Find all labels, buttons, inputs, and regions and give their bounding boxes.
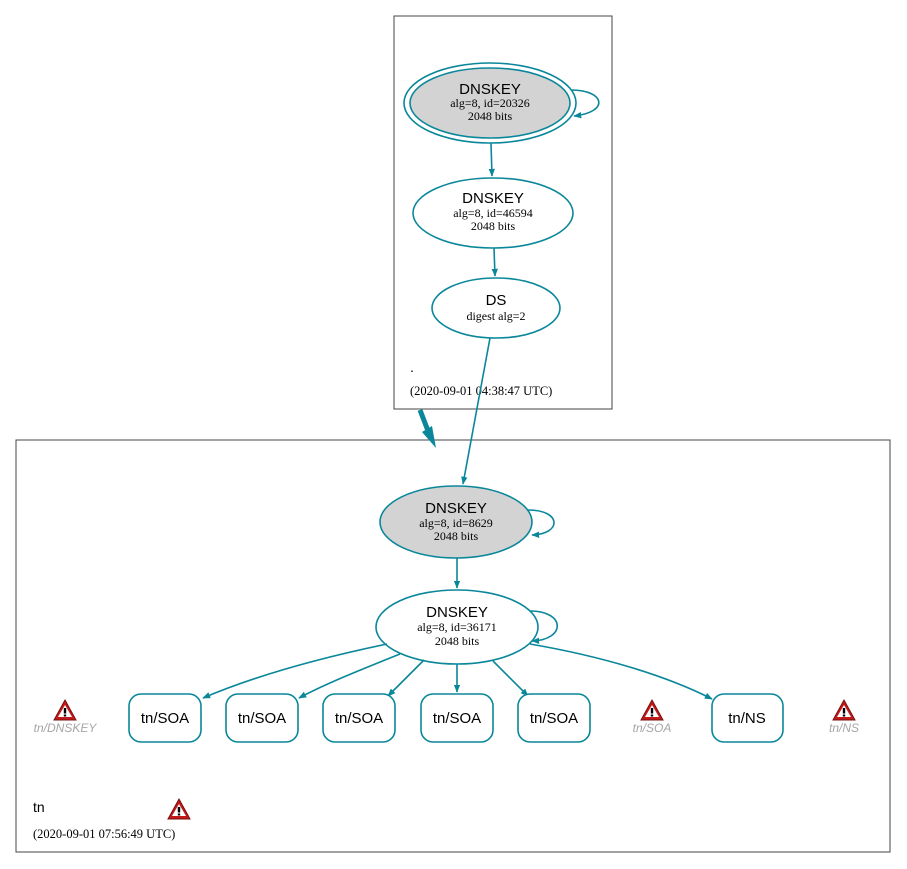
- tn-zsk-title: DNSKEY: [426, 604, 488, 621]
- root-zsk-title: DNSKEY: [462, 190, 524, 207]
- tn-zsk-line1: alg=8, id=36171: [417, 620, 497, 634]
- root-ds-line1: digest alg=2: [466, 309, 525, 323]
- edge-to-soa-2: [298, 653, 401, 699]
- root-ksk-node[interactable]: DNSKEY alg=8, id=20326 2048 bits: [403, 62, 577, 144]
- root-zsk-node[interactable]: DNSKEY alg=8, id=46594 2048 bits: [412, 177, 574, 249]
- root-ds-node[interactable]: DS digest alg=2: [431, 277, 561, 339]
- tn-ksk-line1: alg=8, id=8629: [419, 516, 493, 530]
- root-zone-name: .: [410, 359, 414, 375]
- root-ksk-line2: 2048 bits: [468, 109, 513, 123]
- record-label: tn/SOA: [433, 710, 481, 727]
- root-ksk-title: DNSKEY: [459, 81, 521, 98]
- root-zsk-line2: 2048 bits: [471, 219, 516, 233]
- warning-label: tn/SOA: [633, 721, 672, 735]
- record-label: tn/SOA: [335, 710, 383, 727]
- root-ksk-to-zsk-edge: [488, 142, 495, 177]
- edge-to-soa-3: [387, 659, 425, 697]
- edge-to-soa-1: [202, 643, 388, 699]
- tn-ksk-title: DNSKEY: [425, 500, 487, 517]
- record-node[interactable]: tn/SOA: [322, 693, 396, 743]
- record-node[interactable]: tn/SOA: [225, 693, 299, 743]
- tn-zone-timestamp: (2020-09-01 07:56:49 UTC): [33, 827, 175, 841]
- ds-to-tn-ksk-edge: [461, 337, 491, 485]
- warning-label: tn/DNSKEY: [34, 721, 98, 735]
- record-node[interactable]: tn/NS: [711, 693, 784, 743]
- warning-node[interactable]: tn/DNSKEY: [34, 699, 98, 735]
- tn-zsk-node[interactable]: DNSKEY alg=8, id=36171 2048 bits: [375, 589, 539, 665]
- root-ksk-line1: alg=8, id=20326: [450, 96, 530, 110]
- root-zone-timestamp: (2020-09-01 04:38:47 UTC): [410, 384, 552, 398]
- root-zsk-line1: alg=8, id=46594: [453, 206, 533, 220]
- record-label: tn/SOA: [530, 710, 578, 727]
- tn-zsk-self-edge: [529, 610, 559, 644]
- delegation-arrowhead: [422, 426, 436, 448]
- record-node[interactable]: tn/SOA: [128, 693, 202, 743]
- tn-zone-name: tn: [33, 799, 45, 815]
- warning-node[interactable]: tn/NS: [829, 699, 859, 735]
- tn-ksk-node[interactable]: DNSKEY alg=8, id=8629 2048 bits: [379, 485, 533, 559]
- record-node[interactable]: tn/SOA: [517, 693, 591, 743]
- tn-ksk-self-edge: [527, 509, 555, 538]
- tn-zsk-line2: 2048 bits: [435, 634, 480, 648]
- warning-label: tn/NS: [829, 721, 859, 735]
- record-label: tn/SOA: [238, 710, 286, 727]
- root-zsk-to-ds-edge: [491, 247, 498, 277]
- record-label: tn/NS: [728, 710, 766, 727]
- tn-ksk-line2: 2048 bits: [434, 529, 479, 543]
- root-ds-title: DS: [486, 292, 507, 309]
- root-ksk-self-edge: [570, 89, 600, 119]
- record-node[interactable]: tn/SOA: [420, 693, 494, 743]
- edge-to-soa-5: [492, 660, 529, 697]
- record-label: tn/SOA: [141, 710, 189, 727]
- edge-to-ns: [529, 643, 713, 700]
- warning-node[interactable]: tn/SOA: [633, 699, 672, 735]
